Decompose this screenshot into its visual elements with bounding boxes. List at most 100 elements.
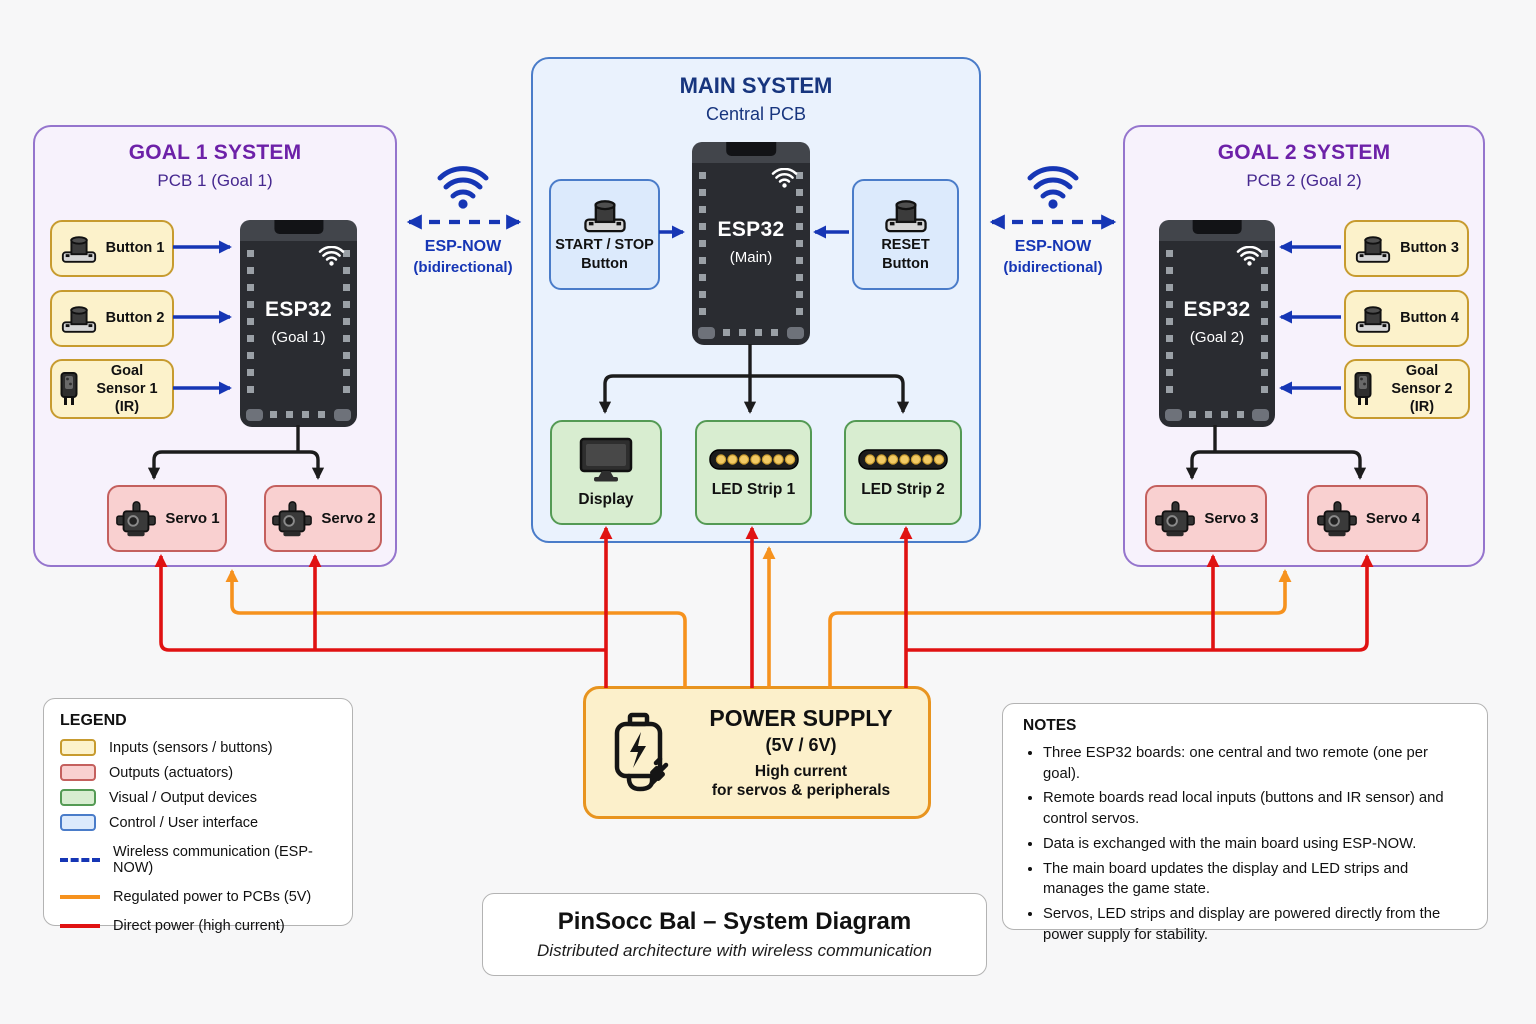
- wifi-icon: [437, 166, 489, 209]
- esp32-goal1-chip: ESP32 (Goal 1): [240, 220, 357, 427]
- led-strip2-node: LED Strip 2: [844, 420, 962, 525]
- chip-pins: [1166, 250, 1173, 401]
- wifi-icon: [771, 168, 798, 189]
- legend-item: Direct power (high current): [60, 918, 336, 934]
- button1-label: Button 1: [105, 240, 165, 257]
- wire-regulated-goal1: [225, 569, 687, 688]
- main-subtitle: Central PCB: [705, 104, 807, 124]
- goal1-subtitle: PCB 1 (Goal 1): [157, 171, 273, 190]
- reset-line2: Button: [882, 255, 929, 272]
- chip-header: [240, 220, 357, 241]
- chip-pins: [270, 411, 327, 418]
- dashed-line-sample: [60, 858, 100, 862]
- servo2-node: Servo 2: [264, 485, 382, 552]
- legend-title: LEGEND: [60, 712, 127, 729]
- servo-icon: [1153, 499, 1197, 539]
- esp32-goal1-sub: (Goal 1): [271, 328, 326, 346]
- start-stop-line2: Button: [581, 255, 628, 272]
- led-strip1-label: LED Strip 1: [711, 480, 796, 498]
- servo1-label: Servo 1: [165, 510, 220, 527]
- power-supply-line2: for servos & peripherals: [711, 782, 891, 799]
- chip-pins: [796, 172, 803, 319]
- pushbutton-icon: [883, 196, 929, 234]
- notes-card: NOTES Three ESP32 boards: one central an…: [1002, 703, 1488, 943]
- note-item: The main board updates the display and L…: [1043, 859, 1467, 900]
- goal-sensor2-node: Goal Sensor 2 (IR): [1344, 359, 1470, 419]
- chip-corner: [787, 327, 804, 339]
- pushbutton-icon: [1354, 303, 1392, 334]
- chip-antenna-tab: [1192, 220, 1242, 234]
- button1-node: Button 1: [50, 220, 174, 277]
- red-line-sample: [60, 924, 100, 928]
- button4-label: Button 4: [1400, 310, 1459, 327]
- control-swatch: [60, 814, 96, 831]
- goal2-title: GOAL 2 SYSTEM: [1217, 141, 1391, 164]
- chip-pins: [1261, 250, 1268, 401]
- power-supply-voltage: (5V / 6V): [765, 735, 837, 755]
- chip-pins: [722, 329, 780, 336]
- notes-title: NOTES: [1023, 717, 1077, 734]
- servo-icon: [270, 499, 314, 539]
- servo1-node: Servo 1: [107, 485, 227, 552]
- goal2-system-panel: GOAL 2 SYSTEM PCB 2 (Goal 2) ESP32 (Goal…: [1123, 125, 1485, 567]
- battery-power-icon: [604, 711, 676, 795]
- legend-item: Wireless communication (ESP-NOW): [60, 844, 336, 876]
- goal-sensor2-label2: (IR): [1409, 399, 1435, 416]
- button2-node: Button 2: [50, 290, 174, 347]
- servo3-node: Servo 3: [1145, 485, 1267, 552]
- servo4-label: Servo 4: [1365, 510, 1421, 527]
- wire-direct-servo1: [154, 554, 606, 652]
- servo3-label: Servo 3: [1204, 510, 1259, 527]
- diagram-subtitle: Distributed architecture with wireless c…: [537, 941, 932, 960]
- reset-line1: RESET: [881, 236, 930, 253]
- chip-pins: [343, 250, 350, 401]
- note-item: Remote boards read local inputs (buttons…: [1043, 788, 1467, 829]
- espnow-text: ESP-NOW: [424, 238, 502, 255]
- chip-pins: [247, 250, 254, 401]
- main-title: MAIN SYSTEM: [679, 73, 833, 98]
- servo-icon: [114, 499, 158, 539]
- led-strip2-label: LED Strip 2: [861, 480, 945, 498]
- chip-corner: [698, 327, 715, 339]
- led-strip-icon: [708, 447, 800, 473]
- legend-item: Control / User interface: [60, 814, 336, 831]
- wire-regulated-goal2: [828, 569, 1292, 688]
- legend-item: Visual / Output devices: [60, 789, 336, 806]
- power-supply-node: POWER SUPPLY (5V / 6V) High current for …: [583, 686, 931, 819]
- diagram-title: PinSocc Bal – System Diagram: [557, 908, 912, 935]
- goal1-title: GOAL 1 SYSTEM: [128, 141, 302, 164]
- chip-corner: [1165, 409, 1182, 421]
- pushbutton-icon: [1354, 233, 1392, 264]
- chip-corner: [246, 409, 263, 421]
- button3-node: Button 3: [1344, 220, 1469, 277]
- servo4-node: Servo 4: [1307, 485, 1428, 552]
- espnow-sub-text: (bidirectional): [1003, 259, 1103, 276]
- pushbutton-icon: [60, 233, 98, 264]
- espnow-sub-text: (bidirectional): [413, 259, 513, 276]
- goal-sensor1-node: Goal Sensor 1 (IR): [50, 359, 174, 419]
- goal-sensor1-label: Goal Sensor 1: [96, 362, 158, 397]
- espnow-right-label: ESP-NOW (bidirectional): [978, 238, 1128, 276]
- esp32-goal1-name: ESP32: [265, 297, 332, 321]
- button3-label: Button 3: [1400, 240, 1459, 257]
- goal-sensor2-label: Goal Sensor 2: [1391, 362, 1453, 397]
- chip-pins: [699, 172, 706, 319]
- led-strip1-node: LED Strip 1: [695, 420, 812, 525]
- espnow-left-label: ESP-NOW (bidirectional): [388, 238, 538, 276]
- espnow-text: ESP-NOW: [1014, 238, 1092, 255]
- esp32-main-chip: ESP32 (Main): [692, 142, 810, 345]
- esp32-main-sub: (Main): [729, 248, 773, 266]
- note-item: Three ESP32 boards: one central and two …: [1043, 743, 1467, 784]
- goal1-system-panel: GOAL 1 SYSTEM PCB 1 (Goal 1) Button 1 Bu…: [33, 125, 397, 567]
- power-supply-line1: High current: [754, 763, 848, 780]
- button4-node: Button 4: [1344, 290, 1469, 347]
- display-label: Display: [578, 490, 634, 508]
- chip-antenna-tab: [273, 220, 324, 234]
- diagram-title-card: PinSocc Bal – System Diagram Distributed…: [482, 893, 987, 976]
- servo-icon: [1315, 499, 1359, 539]
- esp32-goal2-name: ESP32: [1183, 297, 1251, 321]
- monitor-icon: [577, 437, 635, 483]
- led-strip-icon: [857, 447, 949, 473]
- note-item: Data is exchanged with the main board us…: [1043, 834, 1467, 855]
